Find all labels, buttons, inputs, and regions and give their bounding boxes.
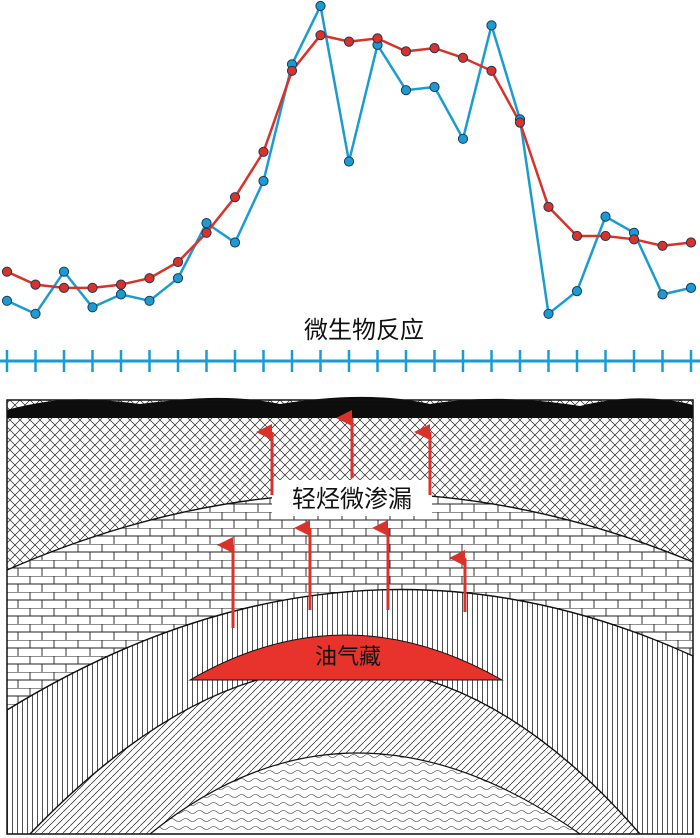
series-1-point	[429, 81, 440, 93]
oil-gas-reservoir	[188, 634, 504, 681]
microbial-response-chart	[1, 0, 697, 319]
series-1-point	[343, 156, 355, 167]
response-title: 微生物反应	[304, 316, 424, 344]
series-1-point	[315, 0, 326, 12]
series-1-point	[229, 237, 241, 248]
series-1-point	[543, 308, 554, 319]
survey-line-ruler	[0, 350, 700, 372]
series-2-point	[201, 227, 212, 238]
series-2-point	[258, 146, 269, 157]
series-2-point	[30, 279, 41, 290]
series-2-point	[144, 273, 155, 284]
series-2-point	[372, 33, 383, 44]
seepage-label: 轻烃微渗漏	[292, 485, 412, 513]
series-2-point	[628, 234, 640, 245]
boundary-line	[6, 588, 694, 711]
section-frame	[6, 399, 694, 835]
series-2-point	[286, 65, 298, 76]
series-2-point	[315, 30, 326, 41]
series-1-point	[115, 289, 127, 300]
series-2-point	[600, 230, 611, 242]
series-1-point	[30, 308, 41, 319]
series-2-point	[172, 256, 184, 268]
boundary-line	[149, 752, 581, 835]
series-1-point	[258, 175, 269, 187]
series-1-point	[87, 302, 98, 313]
series-2-point	[115, 279, 127, 290]
series-1-point	[571, 286, 583, 297]
series-2-point	[486, 65, 497, 76]
series-1-point	[600, 211, 611, 222]
series-1-point	[58, 266, 70, 277]
series-2-point	[514, 117, 526, 128]
series-2-point	[343, 36, 355, 47]
series-1-point	[685, 282, 697, 293]
series-1-point	[486, 20, 497, 31]
series-2-point	[457, 52, 469, 63]
series-2-point	[571, 230, 583, 242]
series-2-point	[229, 192, 241, 203]
series-1-point	[657, 289, 668, 300]
geologic-cross-section: 油气藏 轻烃微渗漏	[6, 396, 694, 835]
series-2-point	[685, 237, 697, 248]
series-2-point	[400, 46, 412, 57]
surface-soil-band	[7, 396, 693, 418]
series-2-point	[429, 43, 440, 54]
reservoir-label: 油气藏	[315, 645, 381, 670]
series-2-point	[1, 266, 13, 277]
series-1-point	[144, 295, 155, 306]
series-2-point	[87, 282, 98, 293]
series-1-point	[400, 85, 412, 96]
series-2-point	[657, 240, 668, 251]
series-1-point	[457, 133, 469, 144]
series-1-point	[1, 295, 13, 306]
seepage-arrows	[217, 410, 467, 628]
series-1-point	[172, 273, 184, 284]
series-2-point	[543, 201, 554, 212]
series-1-point	[201, 218, 212, 229]
series-2-point	[58, 282, 70, 293]
seepage-label-box	[272, 480, 432, 516]
